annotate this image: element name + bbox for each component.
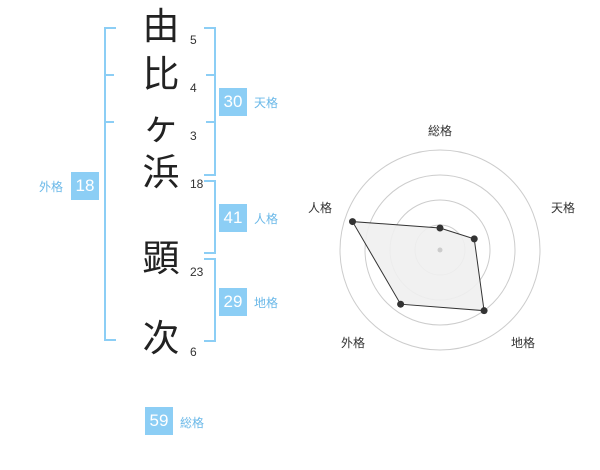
name-char-2: 比 xyxy=(142,53,180,96)
radar-point xyxy=(480,307,488,315)
stroke-count-1: 5 xyxy=(190,33,197,47)
bracket-tick xyxy=(104,74,114,76)
gaikaku-bracket xyxy=(104,27,116,341)
chikaku-value: 29 xyxy=(219,288,247,316)
gaikaku-value: 18 xyxy=(71,172,99,200)
tenkaku-label: 天格 xyxy=(254,96,279,110)
stroke-count-6: 6 xyxy=(190,345,197,359)
jinkaku-value: 41 xyxy=(219,204,247,232)
radar-point xyxy=(470,235,478,243)
radar-center-dot xyxy=(437,247,443,253)
soukaku-value: 59 xyxy=(145,407,173,435)
name-char-6: 次 xyxy=(142,317,180,360)
radar-points xyxy=(349,218,488,315)
radar-point xyxy=(436,224,444,232)
stroke-count-4: 18 xyxy=(190,177,204,191)
name-char-1: 由 xyxy=(142,5,180,48)
radar-point xyxy=(349,218,357,226)
radar-label-jinkaku: 人格 xyxy=(307,201,332,215)
radar-ring xyxy=(339,149,541,351)
jinkaku-label: 人格 xyxy=(254,212,279,226)
bracket-tick xyxy=(104,121,114,123)
radar-area xyxy=(351,221,485,312)
radar-label-tenkaku: 天格 xyxy=(550,201,575,215)
radar-label-gaikaku: 外格 xyxy=(340,336,365,350)
name-char-4: 浜 xyxy=(142,151,180,194)
bracket-tick xyxy=(206,121,216,123)
radar-ring xyxy=(364,174,516,326)
stroke-count-2: 4 xyxy=(190,81,197,95)
tenkaku-value: 30 xyxy=(219,88,247,116)
name-char-5: 顕 xyxy=(142,237,180,280)
chikaku-label: 地格 xyxy=(254,296,279,310)
jinkaku-bracket xyxy=(204,180,216,254)
radar-label-chikaku: 地格 xyxy=(510,336,535,350)
radar-label-soukaku: 総格 xyxy=(427,124,452,138)
tenkaku-bracket xyxy=(204,27,216,176)
radar-chart xyxy=(339,149,541,351)
soukaku-label: 総格 xyxy=(180,416,205,430)
gaikaku-label: 外格 xyxy=(39,180,64,194)
stroke-count-3: 3 xyxy=(190,129,197,143)
chikaku-bracket xyxy=(204,258,216,342)
bracket-tick xyxy=(206,74,216,76)
radar-point xyxy=(397,300,405,308)
stroke-count-5: 23 xyxy=(190,265,204,279)
name-char-3: ヶ xyxy=(142,105,180,148)
